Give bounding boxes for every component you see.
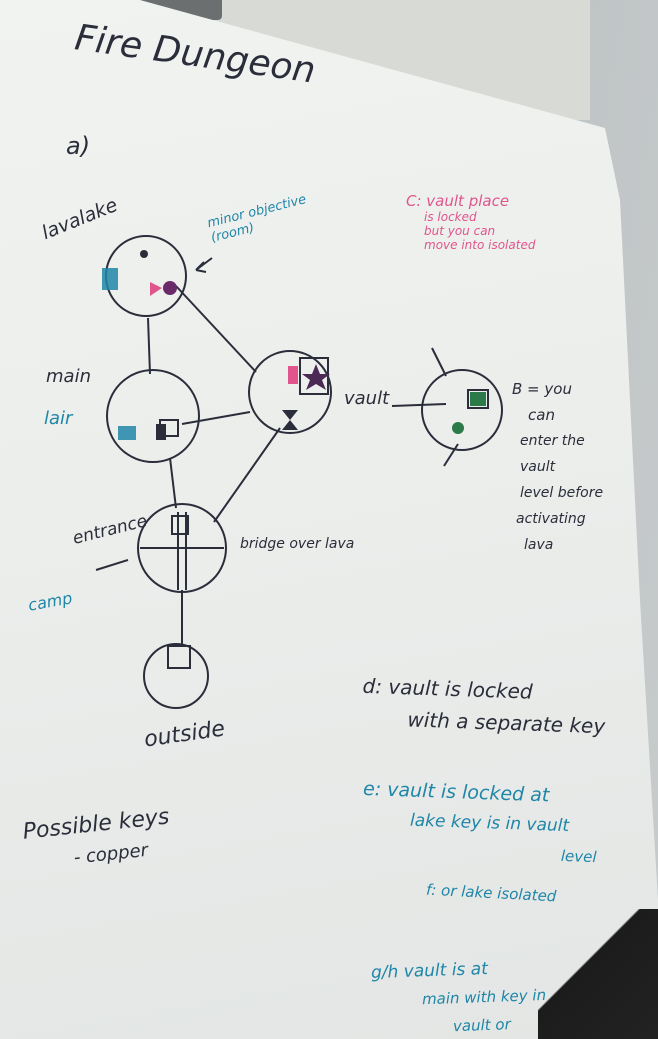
isolated-mark-bottom xyxy=(443,443,459,467)
minor-objective-dot xyxy=(163,281,177,295)
link-vault-to-isolated xyxy=(391,403,447,407)
note-b-line-2: can xyxy=(528,406,555,424)
entrance-door xyxy=(171,515,189,535)
note-d: d: vault is locked with a separate key xyxy=(361,670,607,742)
note-e-line-3: level xyxy=(560,846,597,867)
note-g: g/h vault is at main with key in vault o… xyxy=(371,953,548,1039)
vault-box xyxy=(299,357,329,395)
note-c-line-2: is locked xyxy=(424,210,477,224)
link-main-to-entrance xyxy=(169,457,177,509)
note-g-line-2: main with key in xyxy=(421,985,547,1009)
main-lair-dark-box xyxy=(156,424,166,440)
note-c-line-1: C: vault place xyxy=(406,192,510,210)
pen-in-hand xyxy=(538,909,658,1039)
outside-door xyxy=(167,645,191,669)
main-lair-teal-box xyxy=(118,426,136,440)
room-main-lair-circle xyxy=(106,369,200,463)
note-b-line-7: lava xyxy=(524,537,554,553)
room-label-bridge: bridge over lava xyxy=(240,536,355,552)
note-c: C: vault place is locked but you can mov… xyxy=(406,192,535,252)
note-b-line-1: B = you xyxy=(512,380,572,398)
link-main-to-vault xyxy=(181,411,251,425)
part-label: a) xyxy=(66,132,91,160)
link-vault-to-bridge xyxy=(213,427,281,523)
room-label-main: main xyxy=(46,366,91,387)
room-label-vault: vault xyxy=(344,388,390,409)
note-c-line-4: move into isolated xyxy=(424,238,536,252)
minor-objective-bowtie xyxy=(150,282,162,296)
lava-lake-dark-dot xyxy=(140,250,148,258)
note-c-line-3: but you can xyxy=(424,224,496,238)
note-b: B = you can enter the vault level before… xyxy=(512,376,603,558)
lava-lake-teal-key xyxy=(102,268,118,290)
room-markers xyxy=(102,250,486,440)
isolated-green-key xyxy=(470,392,486,406)
arrow-to-camp xyxy=(95,559,129,571)
note-e-line-2: lake key is in vault xyxy=(409,810,570,837)
note-g-line-3: vault or xyxy=(452,1015,512,1036)
vault-hourglass xyxy=(282,410,298,430)
isolated-mark-top xyxy=(431,347,447,377)
isolated-green-dot xyxy=(452,422,464,434)
arrow-to-minor-objective xyxy=(195,257,213,273)
link-lava-to-vault xyxy=(175,285,257,373)
note-d-line-2: with a separate key xyxy=(407,707,606,739)
vault-star xyxy=(302,364,330,390)
room-vault-circle xyxy=(248,350,332,434)
isolated-box xyxy=(467,389,489,409)
note-b-line-5: level before xyxy=(520,485,604,501)
note-b-line-4: vault xyxy=(520,459,556,475)
note-b-line-3: enter the xyxy=(520,433,585,449)
link-lava-to-main xyxy=(147,317,151,375)
room-label-lair: lair xyxy=(44,408,73,429)
room-outside-circle xyxy=(143,643,209,709)
note-b-line-6: activating xyxy=(516,511,586,527)
vault-pink-marker xyxy=(288,366,298,384)
note-e: e: vault is locked at lake key is in vau… xyxy=(361,774,600,872)
room-isolated-vault-circle xyxy=(421,369,503,451)
